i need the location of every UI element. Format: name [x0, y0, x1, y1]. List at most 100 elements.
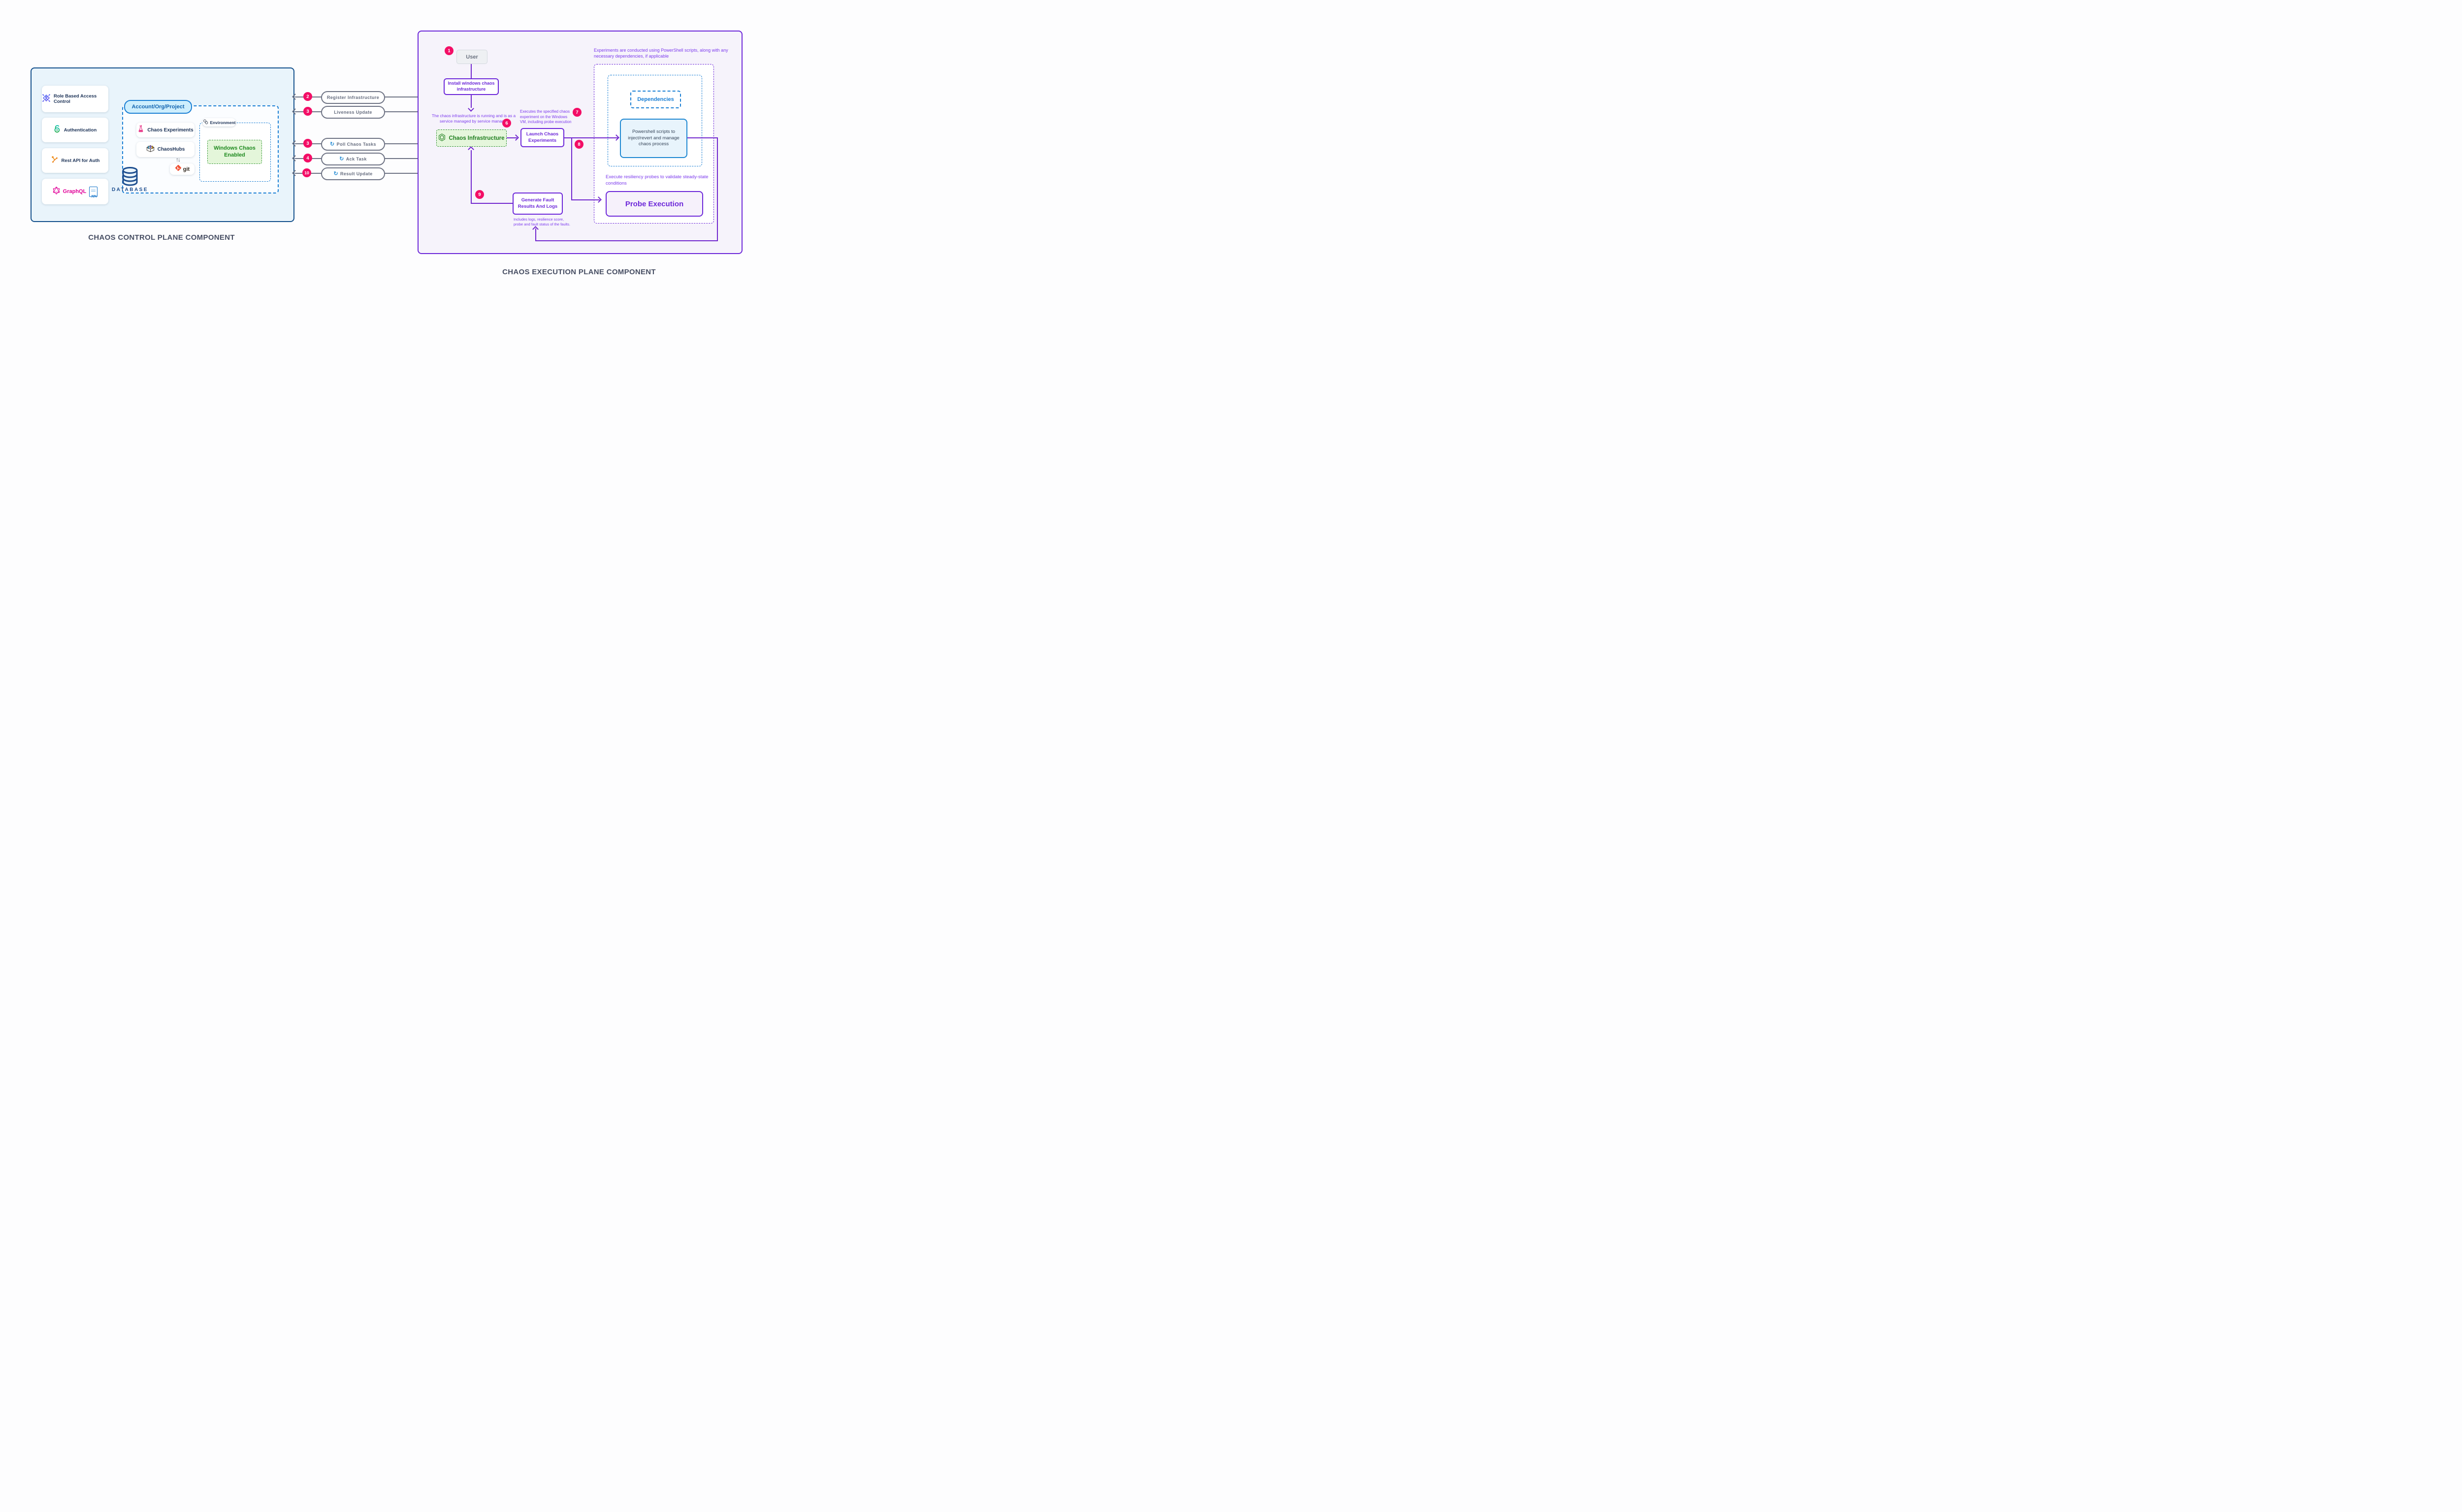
powershell-top-note: Experiments are conducted using PowerShe…: [594, 48, 728, 59]
sync-refresh-icon: ↻: [339, 156, 344, 162]
connector-generate-left: [471, 203, 513, 204]
step-badge-6: 6: [502, 119, 511, 128]
step-badge: 3: [303, 107, 312, 116]
card-label: Role Based Access Control: [54, 94, 97, 104]
generate-fault-results-box: Generate Fault Results And Logs: [513, 193, 563, 215]
flow-pill: Register Infrastructure: [321, 91, 385, 104]
user-box: User: [456, 50, 487, 64]
includes-note: Includes logs, resilience score, probe a…: [514, 217, 571, 227]
chaos-infrastructure-label: Chaos Infrastructure: [449, 135, 505, 141]
connector-install-down: [471, 95, 472, 108]
dependencies-label: Dependencies: [637, 97, 674, 102]
probe-execution-box: Probe Execution: [606, 191, 703, 217]
open-lock-icon: [54, 125, 61, 135]
chaos-infrastructure-box: Chaos Infrastructure: [436, 129, 507, 147]
arrow-left-icon: [292, 155, 298, 161]
generate-fault-results-label: Generate Fault Results And Logs: [518, 197, 558, 209]
step-badge: 3: [303, 139, 312, 148]
step-badge: 10: [302, 168, 311, 177]
powershell-scripts-box: Powershell scripts to inject/revert and …: [620, 119, 687, 158]
dependencies-box: Dependencies: [630, 91, 681, 108]
connector-up-to-chaos: [471, 150, 472, 204]
flow-row-liveness-update: 3 Liveness Update: [292, 106, 418, 119]
card-label: Authentication: [64, 127, 97, 133]
sync-refresh-icon: ↻: [333, 170, 338, 177]
launch-chaos-experiments-label: Launch Chaos Experiments: [526, 131, 559, 143]
card-authentication: Authentication: [42, 118, 108, 142]
card-graphql: GraphQL API: [42, 179, 108, 204]
flow-pill: ↻ Result Update: [321, 167, 385, 180]
executes-note: Executes the specified chaos experiment …: [520, 109, 572, 125]
flow-label: Ack Task: [346, 157, 367, 161]
powershell-scripts-label: Powershell scripts to inject/revert and …: [628, 129, 680, 147]
arrow-left-icon: [292, 140, 298, 147]
card-label: ChaosHubs: [157, 147, 185, 152]
control-plane-title: CHAOS CONTROL PLANE COMPONENT: [88, 233, 235, 242]
chaos-hexagon-icon: [438, 133, 446, 143]
database-label: DATABASE: [111, 187, 149, 193]
test-tube-rack-icon: [146, 144, 155, 155]
feedback-line-up: [535, 228, 536, 241]
arrow-left-icon: [292, 94, 298, 100]
database-cylinder-icon: [121, 166, 139, 189]
step-badge-1: 1: [445, 46, 454, 55]
windows-chaos-enabled-box: Windows Chaos Enabled: [207, 140, 262, 164]
step-badge: 4: [303, 154, 312, 162]
step-badge-7: 7: [573, 108, 582, 117]
api-label: API: [91, 195, 97, 198]
running-note: The chaos infrastructure is running and …: [431, 113, 516, 124]
probe-note: Execute resiliency probes to validate st…: [606, 174, 709, 186]
card-rest-api-for-auth: Rest API for Auth: [42, 148, 108, 173]
flow-label: Register Infrastructure: [326, 95, 380, 100]
account-org-project-pill: Account/Org/Project: [124, 100, 192, 114]
feedback-line-top: [687, 137, 718, 138]
flow-pill: ↻ Poll Chaos Tasks: [321, 138, 385, 151]
account-org-project-label: Account/Org/Project: [131, 104, 185, 110]
feedback-line-right: [717, 137, 718, 241]
environment-pill: Environment: [202, 118, 236, 127]
arrow-left-icon: [292, 170, 298, 176]
flow-row-result-update: 10 ↻ Result Update: [292, 167, 418, 180]
flow-pill: ↻ Ack Task: [321, 153, 385, 165]
flow-label: Poll Chaos Tasks: [336, 142, 376, 147]
feedback-line-bottom: [536, 240, 718, 241]
flow-pill: Liveness Update: [321, 106, 385, 119]
install-windows-chaos-label: Install windows chaos infrastructure: [448, 81, 495, 92]
git-logo-icon: [175, 164, 182, 174]
execution-plane-title: CHAOS EXECUTION PLANE COMPONENT: [502, 268, 656, 276]
windows-chaos-enabled-label: Windows Chaos Enabled: [214, 145, 256, 158]
environment-label: Environment: [210, 120, 236, 125]
install-windows-chaos-box: Install windows chaos infrastructure: [444, 78, 499, 95]
sync-up-down-arrows-icon: ↑↓: [176, 156, 181, 163]
flow-row-ack-task: 4 ↻ Ack Task: [292, 153, 418, 165]
step-badge-9: 9: [475, 190, 484, 199]
card-label: Chaos Experiments: [147, 127, 194, 133]
connector-branch-right: [571, 199, 600, 200]
connector-branch-down: [571, 138, 572, 200]
launch-chaos-experiments-box: Launch Chaos Experiments: [520, 128, 564, 147]
flow-row-poll-chaos-tasks: 3 ↻ Poll Chaos Tasks: [292, 138, 418, 151]
card-label: Rest API for Auth: [61, 158, 100, 163]
api-document-icon: API: [89, 186, 98, 198]
hexagons-icon: [203, 119, 209, 126]
step-badge-8: 8: [575, 140, 583, 149]
connector-chaos-launch: [506, 137, 517, 138]
probe-execution-label: Probe Execution: [625, 199, 684, 208]
sync-refresh-icon: ↻: [330, 141, 335, 147]
rbac-diamond-user-icon: [42, 94, 51, 105]
card-git: git: [170, 163, 194, 175]
flow-label: Liveness Update: [334, 110, 372, 115]
flask-icon: [137, 125, 144, 135]
branch-nodes-icon: [51, 156, 59, 166]
step-badge: 2: [303, 92, 312, 101]
user-label: User: [466, 54, 478, 60]
card-role-based-access-control: Role Based Access Control: [42, 86, 108, 112]
flow-label: Result Update: [340, 171, 373, 176]
git-label: git: [183, 166, 190, 172]
arrow-left-icon: [292, 108, 298, 115]
graphql-logo-icon: [53, 186, 60, 197]
card-chaoshubs: ChaosHubs: [136, 142, 194, 157]
connector-user-install: [471, 64, 472, 79]
connector-launch-powershell: [564, 137, 618, 138]
card-label: GraphQL: [63, 189, 87, 194]
